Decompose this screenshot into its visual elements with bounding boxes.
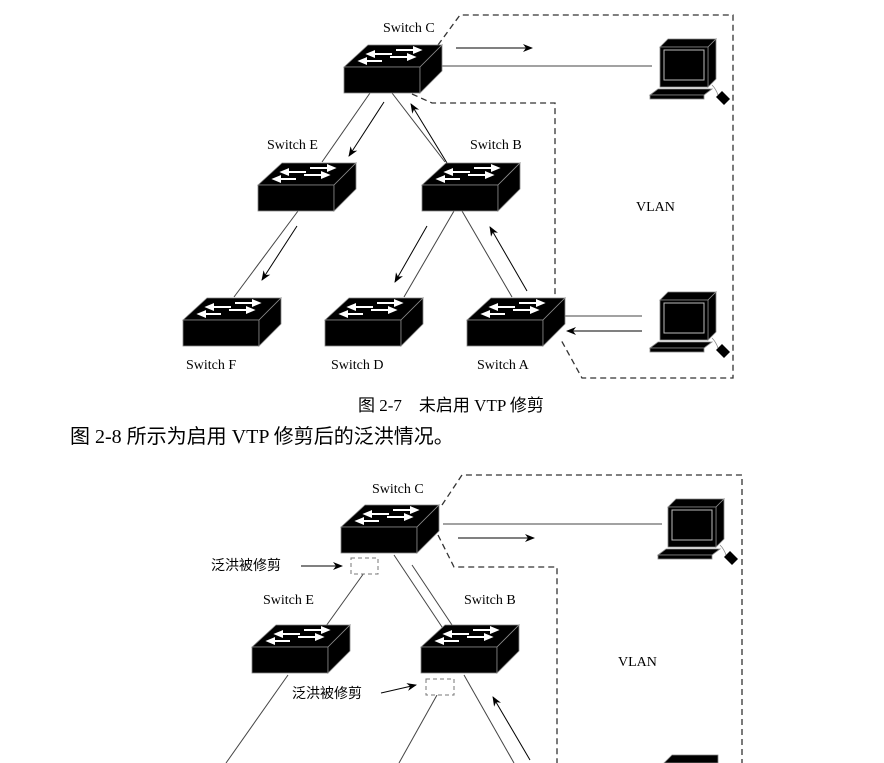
pc-icon: [649, 38, 731, 106]
switch-b-icon: [421, 162, 521, 212]
switch-label: Switch E: [263, 593, 314, 608]
switch-f-icon: [182, 297, 282, 347]
switch-label: Switch C: [383, 21, 435, 36]
pc-icon: [657, 498, 739, 566]
switch-label: Switch C: [372, 482, 424, 497]
switch-label: Switch F: [186, 358, 236, 373]
switch-b-icon: [420, 624, 520, 674]
switch-label: Switch B: [470, 138, 522, 153]
switch-c-icon: [340, 504, 440, 554]
pc-icon-partial: [663, 754, 719, 763]
vlan-boundary-bottom: [437, 474, 743, 763]
switch-d-icon: [324, 297, 424, 347]
vlan-label: VLAN: [618, 655, 657, 670]
switch-label: Switch D: [331, 358, 384, 373]
links-top: [233, 65, 652, 317]
body-paragraph: 图 2-8 所示为启用 VTP 修剪后的泛洪情况。: [70, 425, 454, 448]
switch-c-icon: [343, 44, 443, 94]
figure-bottom: Switch C Switch E Switch B 泛洪被修剪 泛洪被修剪 V…: [211, 474, 743, 763]
flood-arrows-bottom: [301, 534, 535, 761]
switch-e-icon: [251, 624, 351, 674]
switch-label: Switch B: [464, 593, 516, 608]
switch-label: Switch A: [477, 358, 530, 373]
switch-a-icon: [466, 297, 566, 347]
vlan-label: VLAN: [636, 200, 675, 215]
vlan-boundary-top: [411, 14, 734, 379]
switch-label: Switch E: [267, 138, 318, 153]
pruned-marker: [350, 557, 379, 575]
switch-e-icon: [257, 162, 357, 212]
figure-caption: 图 2-7 未启用 VTP 修剪: [358, 396, 544, 415]
links-bottom: [225, 523, 662, 763]
figure-top: Switch C Switch E Switch B Switch F Swit…: [182, 14, 734, 415]
pc-icon: [649, 291, 731, 359]
flood-arrows-top: [261, 44, 642, 335]
pruned-marker: [425, 678, 455, 696]
pruned-label: 泛洪被修剪: [211, 558, 281, 574]
pruned-label: 泛洪被修剪: [292, 686, 362, 702]
